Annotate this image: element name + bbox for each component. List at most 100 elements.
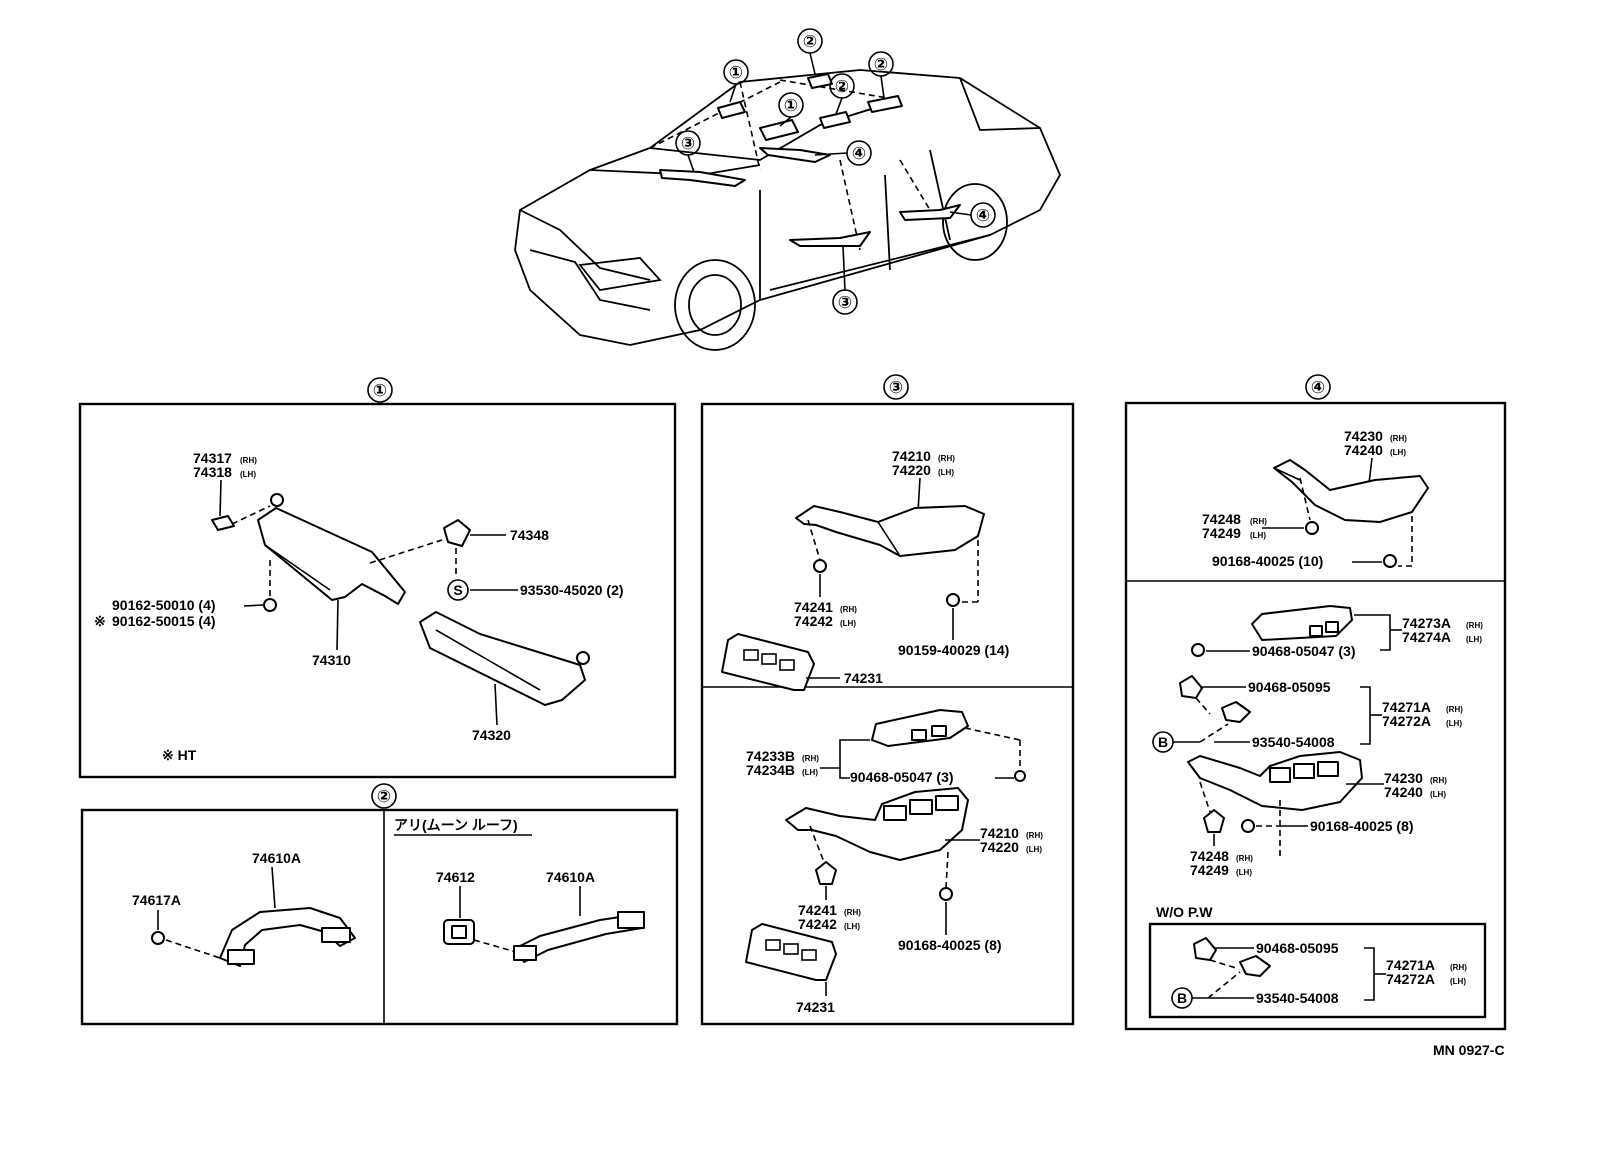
svg-text:S: S [453,582,462,598]
svg-text:90468-05047 (3): 90468-05047 (3) [1252,643,1356,659]
svg-text:B: B [1177,990,1187,1006]
section-1-sun-visor: ① 74317(RH) 74318(LH) 90162-50010 (4) ※ … [78,377,677,779]
svg-text:74348: 74348 [510,527,549,543]
svg-text:74248: 74248 [1190,848,1229,864]
svg-text:④: ④ [976,206,990,226]
section-4-rear-armrest: ④ 74230(RH) 74240(LH) 74248(RH) 74249(LH… [1124,374,1507,1031]
svg-text:(RH): (RH) [1430,776,1447,785]
svg-text:90468-05095: 90468-05095 [1248,679,1331,695]
svg-text:74249: 74249 [1202,525,1241,541]
clip-b-icon-2: B [1171,987,1193,1009]
svg-text:93530-45020 (2): 93530-45020 (2) [520,582,624,598]
svg-text:②: ② [835,77,849,97]
callout-2a: ② [797,28,823,54]
car-illustration: ① ② ② ② ① ③ ④ ④ ③ [514,28,1062,351]
svg-text:(LH): (LH) [840,619,856,628]
svg-text:74234B: 74234B [746,762,795,778]
svg-text:①: ① [729,63,743,83]
svg-text:(LH): (LH) [1390,448,1406,457]
svg-text:74210: 74210 [892,448,931,464]
svg-text:(RH): (RH) [1466,621,1483,630]
svg-text:(LH): (LH) [1466,635,1482,644]
svg-text:②: ② [874,55,888,75]
svg-text:74273A: 74273A [1402,615,1451,631]
svg-text:93540-54008: 93540-54008 [1252,734,1335,750]
svg-text:74271A: 74271A [1382,699,1431,715]
svg-text:(LH): (LH) [1446,719,1462,728]
svg-text:(RH): (RH) [1026,831,1043,840]
svg-text:74230: 74230 [1344,428,1383,444]
svg-text:B: B [1158,734,1168,750]
svg-text:(RH): (RH) [938,454,955,463]
svg-text:③: ③ [889,378,903,398]
svg-text:①: ① [784,96,798,116]
svg-text:74612: 74612 [436,869,475,885]
svg-text:90468-05047 (3): 90468-05047 (3) [850,769,954,785]
callout-2b: ② [829,73,855,99]
svg-text:90468-05095: 90468-05095 [1256,940,1339,956]
wo-pw-frame [1148,922,1487,1019]
svg-text:(RH): (RH) [240,456,257,465]
section-3-title: ③ [883,374,909,400]
svg-text:74231: 74231 [844,670,883,686]
svg-text:74317: 74317 [193,450,232,466]
svg-text:(RH): (RH) [1450,963,1467,972]
svg-text:74231: 74231 [796,999,835,1015]
svg-text:90168-40025 (10): 90168-40025 (10) [1212,553,1323,569]
svg-text:アリ(ムーン ルーフ): アリ(ムーン ルーフ) [394,817,518,833]
svg-text:74242: 74242 [798,916,837,932]
svg-text:74248: 74248 [1202,511,1241,527]
svg-text:74242: 74242 [794,613,833,629]
svg-text:74617A: 74617A [132,892,181,908]
svg-text:74318: 74318 [193,464,232,480]
svg-text:74241: 74241 [798,902,837,918]
section-4-title: ④ [1305,374,1331,400]
section-4-frame [1124,401,1507,1031]
svg-text:(RH): (RH) [1236,854,1253,863]
section-2-assist-grip: ② 74610A 74617A アリ(ムーン ルーフ) 74612 74610A [80,783,679,1026]
svg-text:※ HT: ※ HT [162,747,197,763]
svg-text:(LH): (LH) [240,470,256,479]
section-3-door-armrest: ③ 74210 (RH) 74220 (LH) 74241 (RH) 74242 (LH… [700,374,1075,1026]
svg-text:74310: 74310 [312,652,351,668]
svg-text:(LH): (LH) [1236,868,1252,877]
section-3-frame [700,402,1075,1026]
svg-text:74230: 74230 [1384,770,1423,786]
svg-text:(LH): (LH) [802,768,818,777]
callout-4b: ④ [970,202,996,228]
svg-text:74274A: 74274A [1402,629,1451,645]
svg-text:②: ② [377,787,391,807]
svg-text:④: ④ [852,144,866,164]
svg-text:③: ③ [681,134,695,154]
svg-text:②: ② [803,32,817,52]
svg-text:74220: 74220 [980,839,1019,855]
svg-text:(LH): (LH) [938,468,954,477]
callout-4a: ④ [846,140,872,166]
callout-3a: ③ [675,130,701,156]
svg-text:(LH): (LH) [1430,790,1446,799]
svg-text:③: ③ [838,293,852,313]
svg-text:(LH): (LH) [1026,845,1042,854]
svg-text:(RH): (RH) [844,908,861,917]
callout-2c: ② [868,51,894,77]
svg-text:74610A: 74610A [546,869,595,885]
svg-text:90168-40025 (8): 90168-40025 (8) [898,937,1002,953]
section-1-frame [78,402,677,779]
svg-text:(LH): (LH) [1450,977,1466,986]
svg-text:(RH): (RH) [840,605,857,614]
svg-text:93540-54008: 93540-54008 [1256,990,1339,1006]
svg-text:74210: 74210 [980,825,1019,841]
callout-1b: ① [778,92,804,118]
svg-text:(RH): (RH) [1390,434,1407,443]
svg-text:74220: 74220 [892,462,931,478]
svg-text:(RH): (RH) [1446,705,1463,714]
svg-text:74249: 74249 [1190,862,1229,878]
svg-text:④: ④ [1311,378,1325,398]
svg-text:74320: 74320 [472,727,511,743]
section-2-frame [80,808,679,1026]
svg-text:(LH): (LH) [844,922,860,931]
svg-text:74233B: 74233B [746,748,795,764]
svg-text:W/O P.W: W/O P.W [1156,904,1213,920]
svg-text:74272A: 74272A [1382,713,1431,729]
